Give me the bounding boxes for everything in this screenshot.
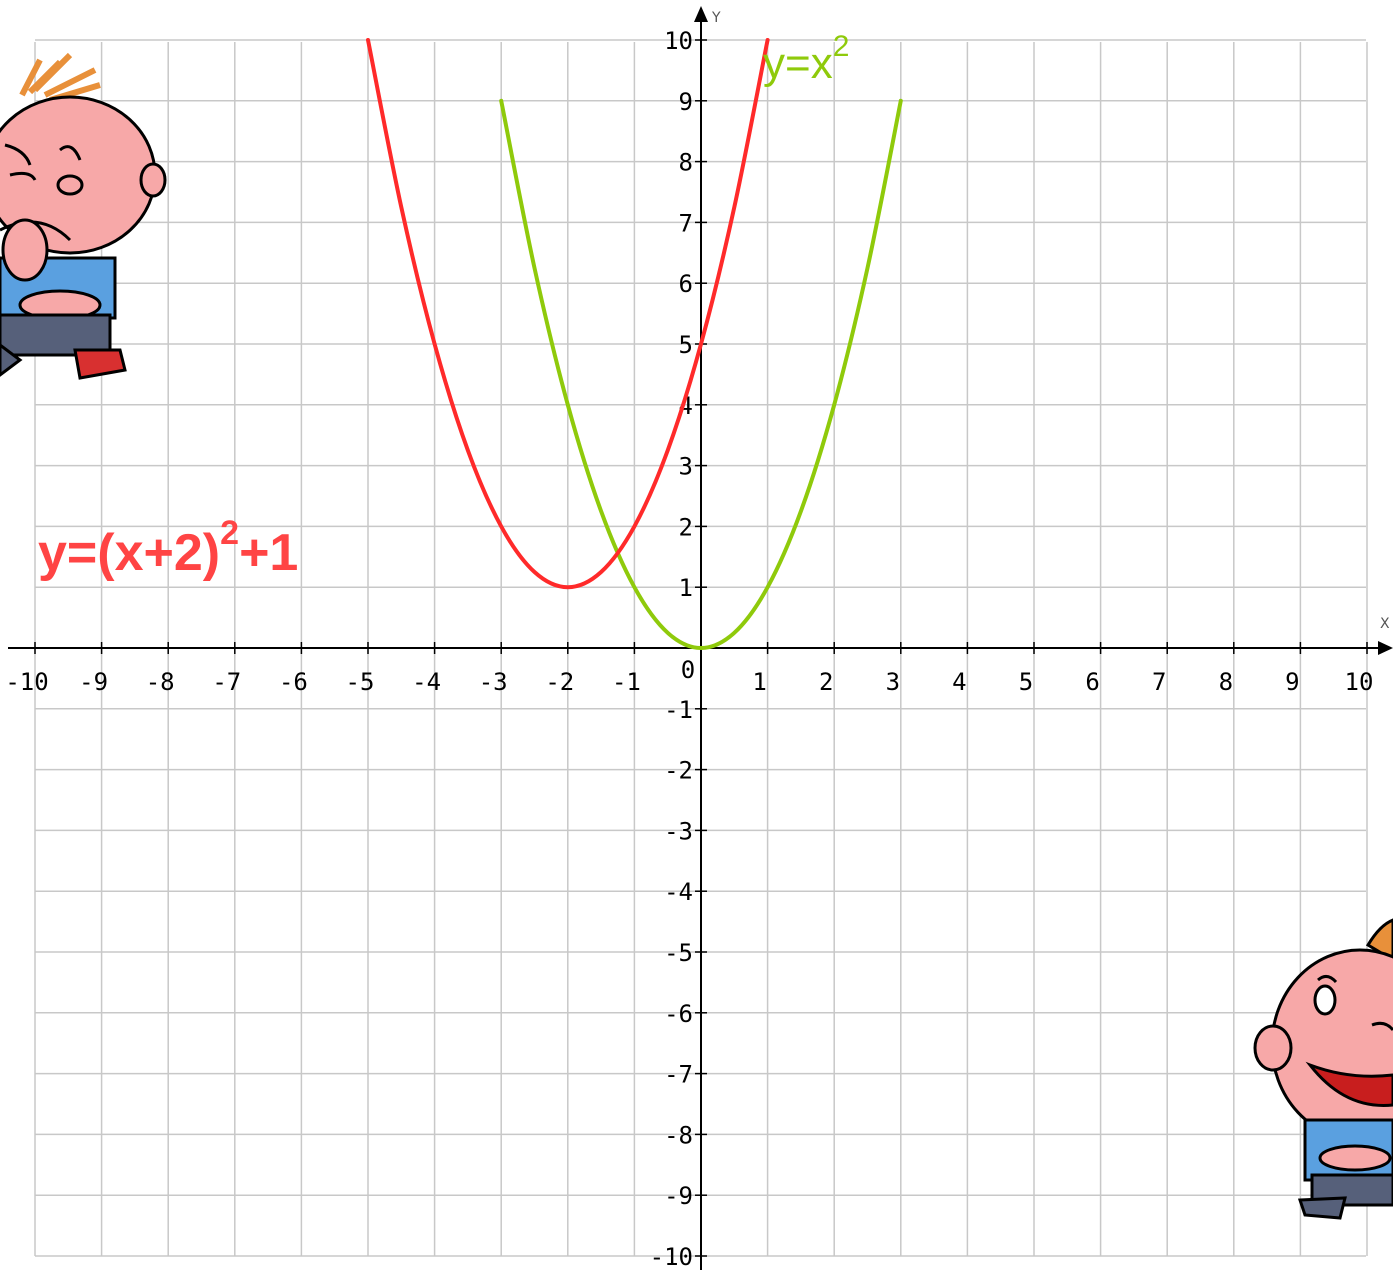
x-tick-label: -9 [79, 668, 108, 696]
y-tick-label: -9 [664, 1182, 693, 1210]
y-tick-label: -7 [664, 1061, 693, 1089]
x-tick-label: 6 [1085, 668, 1099, 696]
x-tick-label: 2 [819, 668, 833, 696]
series-label-shifted-parabola: y=(x+2)2+1 [38, 514, 298, 582]
y-tick-label: 10 [664, 27, 693, 55]
y-tick-label: 7 [679, 209, 693, 237]
y-tick-label: -3 [664, 817, 693, 845]
x-tick-label: 4 [952, 668, 966, 696]
y-axis-label: Y [711, 10, 721, 26]
y-tick-label: -2 [664, 757, 693, 785]
series-label-parabola: y=x2 [763, 30, 849, 88]
y-tick-label: 2 [679, 513, 693, 541]
x-tick-label: -10 [5, 668, 48, 696]
y-tick-label: 6 [679, 270, 693, 298]
x-tick-label: 1 [752, 668, 766, 696]
y-tick-label: 5 [679, 331, 693, 359]
curves [366, 38, 903, 651]
y-tick-label: -6 [664, 1000, 693, 1028]
y-tick-label: -5 [664, 939, 693, 967]
x-tick-label: -8 [146, 668, 175, 696]
x-tick-label: 10 [1345, 668, 1374, 696]
thinking-boy-illustration [0, 52, 167, 380]
x-tick-label: -3 [479, 668, 508, 696]
x-tick-label: 9 [1285, 668, 1299, 696]
x-tick-label: 5 [1019, 668, 1033, 696]
x-tick-label: 7 [1152, 668, 1166, 696]
x-tick-label: -7 [212, 668, 241, 696]
shifted-parabola-curve [366, 38, 770, 590]
y-tick-label: 1 [679, 574, 693, 602]
x-tick-label: -5 [346, 668, 375, 696]
x-axis-label: X [1380, 616, 1390, 632]
x-tick-label: -4 [412, 668, 441, 696]
y-tick-label: 3 [679, 453, 693, 481]
x-axis-arrow [1378, 641, 1393, 655]
laughing-boy-illustration [1253, 918, 1393, 1220]
y-tick-label: -4 [664, 878, 693, 906]
x-tick-label: -6 [279, 668, 308, 696]
y-tick-label: -10 [650, 1243, 693, 1270]
y-tick-label: 8 [679, 149, 693, 177]
x-tick-label: -1 [612, 668, 641, 696]
y-axis-arrow [694, 6, 708, 22]
y-tick-label: -8 [664, 1121, 693, 1149]
y-tick-label: 9 [679, 88, 693, 116]
x-tick-label: 8 [1219, 668, 1233, 696]
x-tick-label: 0 [681, 656, 695, 684]
axes: XY [8, 6, 1393, 1270]
y-tick-label: -1 [664, 696, 693, 724]
x-tick-label: -2 [545, 668, 574, 696]
x-tick-label: 3 [886, 668, 900, 696]
parabola-curve [499, 98, 903, 651]
